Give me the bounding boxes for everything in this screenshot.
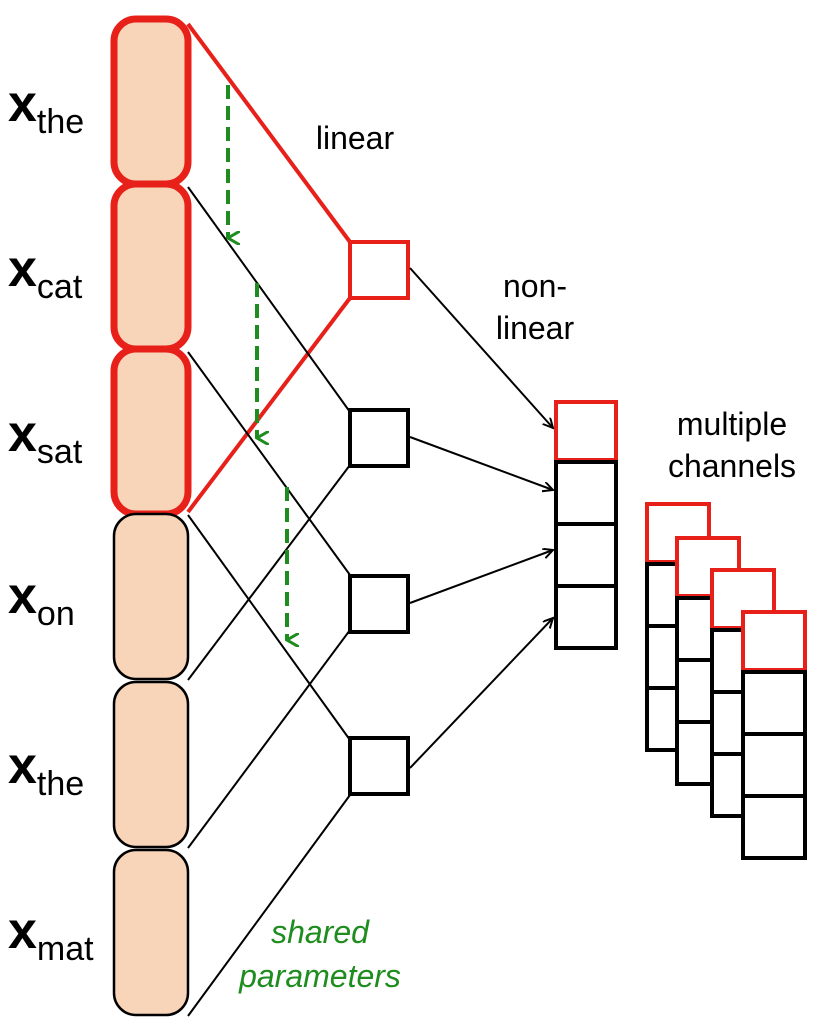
shared-parameter-arrows xyxy=(226,85,287,640)
word-label-subscript: on xyxy=(36,595,75,633)
linear-line-top xyxy=(186,22,352,244)
channels-label-line1: multiple xyxy=(676,406,788,442)
nonlinear-label-line1: non- xyxy=(502,268,568,304)
nonlinear-arrow-1 xyxy=(409,267,553,428)
nonlinear-arrow-4 xyxy=(409,618,553,769)
feature-cell-top xyxy=(554,400,618,462)
nonlinear-arrows xyxy=(409,267,553,769)
conv-connection-lines xyxy=(187,186,351,1017)
conv-unit-1 xyxy=(348,240,410,300)
word-label-subscript: mat xyxy=(36,930,94,968)
word-label-subscript: cat xyxy=(36,268,83,306)
word-label-x: x xyxy=(8,902,37,960)
word-label-x: x xyxy=(8,75,37,133)
word-label-cat: xcat xyxy=(8,240,82,304)
connection-line xyxy=(187,629,351,849)
feature-cell xyxy=(554,460,618,526)
embedding-box-on xyxy=(112,512,190,681)
word-label-subscript: the xyxy=(36,765,85,803)
shared-label-line1: shared xyxy=(271,914,369,950)
word-label-the: xthe xyxy=(8,75,84,139)
word-label-x: x xyxy=(8,567,37,625)
word-label-sat: xsat xyxy=(8,405,82,469)
connection-line xyxy=(187,186,351,413)
connection-line xyxy=(187,514,351,741)
linear-label: linear xyxy=(315,120,395,156)
word-label-x: x xyxy=(8,240,37,298)
embedding-box-the-2 xyxy=(112,680,190,849)
word-label-the-2: xthe xyxy=(8,737,84,801)
connection-line xyxy=(187,464,351,681)
linear-line-bottom xyxy=(186,296,352,514)
nonlinear-label-line2: linear xyxy=(495,310,575,346)
channel-cell xyxy=(741,732,807,798)
connection-line xyxy=(187,794,351,1017)
embedding-column xyxy=(110,15,192,1017)
conv-unit-2 xyxy=(348,408,410,468)
word-label-x: x xyxy=(8,737,37,795)
word-label-subscript: the xyxy=(36,103,85,141)
word-label-subscript: sat xyxy=(36,433,83,471)
embedding-box-sat xyxy=(110,345,192,518)
conv-units xyxy=(348,240,410,796)
channel-cell-top xyxy=(741,610,807,672)
feature-cell xyxy=(554,522,618,588)
nonlinear-arrow-2 xyxy=(409,436,553,490)
word-label-x: x xyxy=(8,405,37,463)
channels-label-line2: channels xyxy=(667,448,797,484)
embedding-box-the xyxy=(110,15,192,188)
conv-unit-3 xyxy=(348,574,410,634)
word-label-mat: xmat xyxy=(8,902,94,966)
word-label-on: xon xyxy=(8,567,75,631)
embedding-box-mat xyxy=(112,848,190,1017)
nonlinear-arrow-3 xyxy=(409,550,553,604)
linear-window-lines xyxy=(186,22,352,514)
channel-cell xyxy=(741,670,807,736)
channel-cell xyxy=(741,794,807,860)
feature-cell xyxy=(554,584,618,650)
connection-line xyxy=(187,351,351,576)
feature-map-stack xyxy=(554,400,618,650)
channel-stack-4 xyxy=(741,610,807,860)
embedding-box-cat xyxy=(110,180,192,353)
shared-label-line2: parameters xyxy=(239,958,401,994)
conv-unit-4 xyxy=(348,736,410,796)
